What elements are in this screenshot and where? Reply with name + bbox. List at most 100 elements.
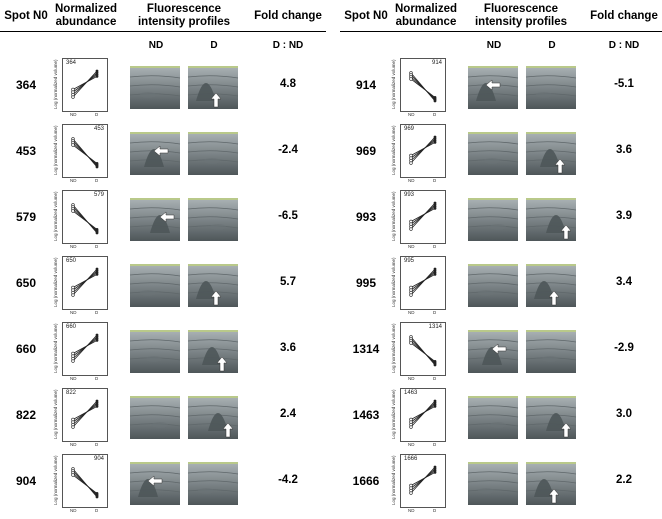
fold-change-value: 4.8 (280, 78, 296, 90)
profile-nd-image (128, 57, 182, 115)
abundance-plot-label: 660 (66, 324, 77, 330)
profile-nd-image (466, 189, 520, 247)
abundance-plot: 1463 (400, 388, 446, 442)
abundance-plot: 453 (62, 124, 108, 178)
abundance-xtick: ND (70, 442, 77, 447)
abundance-ylabel: Log (normalized volume) (53, 323, 58, 373)
abundance-xtick: D (433, 244, 437, 249)
profile-d-image (186, 57, 240, 115)
abundance-xtick: D (95, 244, 99, 249)
abundance-plot: 1666 (400, 454, 446, 508)
abundance-xtick: ND (408, 244, 415, 249)
abundance-ylabel: Log (normalized volume) (53, 455, 58, 505)
abundance-xtick: D (433, 442, 437, 447)
spot-number: 822 (15, 408, 37, 422)
abundance-xtick: ND (70, 310, 77, 315)
abundance-xtick: D (433, 112, 437, 117)
abundance-ylabel: Log (normalized volume) (391, 455, 396, 505)
profile-d-image (524, 189, 578, 247)
abundance-ylabel: Log (normalized volume) (53, 257, 58, 307)
profile-d-image (524, 255, 578, 313)
fold-change-value: -2.4 (278, 144, 298, 156)
profile-nd-image (128, 453, 182, 511)
abundance-xtick: ND (408, 442, 415, 447)
profile-nd-image (466, 57, 520, 115)
abundance-xtick: ND (408, 310, 415, 315)
abundance-plot-label: 1666 (404, 456, 418, 462)
abundance-ylabel: Log (normalized volume) (53, 59, 58, 109)
spot-number: 993 (355, 210, 377, 224)
subheader-d-right: D (548, 40, 556, 51)
fold-change-value: -5.1 (614, 78, 634, 90)
profile-d-image (524, 123, 578, 181)
profile-d-image (524, 453, 578, 511)
header-fold: Fold change (254, 10, 322, 22)
profile-nd-image (128, 387, 182, 445)
spot-number: 914 (355, 78, 377, 92)
abundance-ylabel: Log (normalized volume) (53, 125, 58, 175)
abundance-plot-label: 969 (404, 126, 415, 132)
subheader-nd: ND (148, 40, 164, 51)
abundance-xtick: ND (70, 376, 77, 381)
header-spot-right: Spot N0 (344, 10, 388, 22)
profile-nd-image (466, 453, 520, 511)
abundance-plot: 364 (62, 58, 108, 112)
fold-change-value: 3.9 (616, 210, 632, 222)
abundance-plot-label: 1314 (428, 324, 442, 330)
header-rule (0, 31, 326, 32)
abundance-plot: 969 (400, 124, 446, 178)
abundance-ylabel: Log (normalized volume) (391, 125, 396, 175)
abundance-plot-label: 579 (93, 192, 104, 198)
profile-nd-image (466, 321, 520, 379)
spot-number: 579 (15, 210, 37, 224)
abundance-plot-label: 904 (93, 456, 104, 462)
abundance-ylabel: Log (normalized volume) (391, 389, 396, 439)
profile-d-image (186, 321, 240, 379)
abundance-plot-label: 650 (66, 258, 77, 264)
profile-nd-image (466, 387, 520, 445)
abundance-ylabel: Log (normalized volume) (391, 191, 396, 241)
abundance-plot-label: 914 (431, 60, 442, 66)
profile-nd-image (128, 255, 182, 313)
spot-number: 453 (15, 144, 37, 158)
header-fold-right: Fold change (590, 10, 658, 22)
abundance-xtick: ND (408, 112, 415, 117)
abundance-xtick: D (95, 178, 99, 183)
fold-change-value: -2.9 (614, 342, 634, 354)
profile-d-image (186, 387, 240, 445)
header-rule-right (340, 31, 662, 32)
subheader-ratio: D : ND (272, 40, 304, 51)
profile-nd-image (466, 255, 520, 313)
abundance-ylabel: Log (normalized volume) (391, 59, 396, 109)
profile-nd-image (128, 321, 182, 379)
fold-change-value: 3.0 (616, 408, 632, 420)
fold-change-value: 3.6 (280, 342, 296, 354)
fold-change-value: -6.5 (278, 210, 298, 222)
fold-change-value: 2.4 (280, 408, 296, 420)
spot-number: 969 (355, 144, 377, 158)
abundance-xtick: ND (70, 508, 77, 513)
abundance-plot: 650 (62, 256, 108, 310)
abundance-xtick: ND (70, 244, 77, 249)
abundance-plot: 914 (400, 58, 446, 112)
profile-d-image (186, 255, 240, 313)
abundance-xtick: D (433, 178, 437, 183)
abundance-xtick: D (95, 376, 99, 381)
abundance-plot: 660 (62, 322, 108, 376)
abundance-xtick: ND (70, 178, 77, 183)
profile-d-image (186, 123, 240, 181)
fold-change-value: 3.6 (616, 144, 632, 156)
spot-number: 660 (15, 342, 37, 356)
spot-number: 1463 (352, 408, 380, 422)
abundance-ylabel: Log (normalized volume) (53, 191, 58, 241)
